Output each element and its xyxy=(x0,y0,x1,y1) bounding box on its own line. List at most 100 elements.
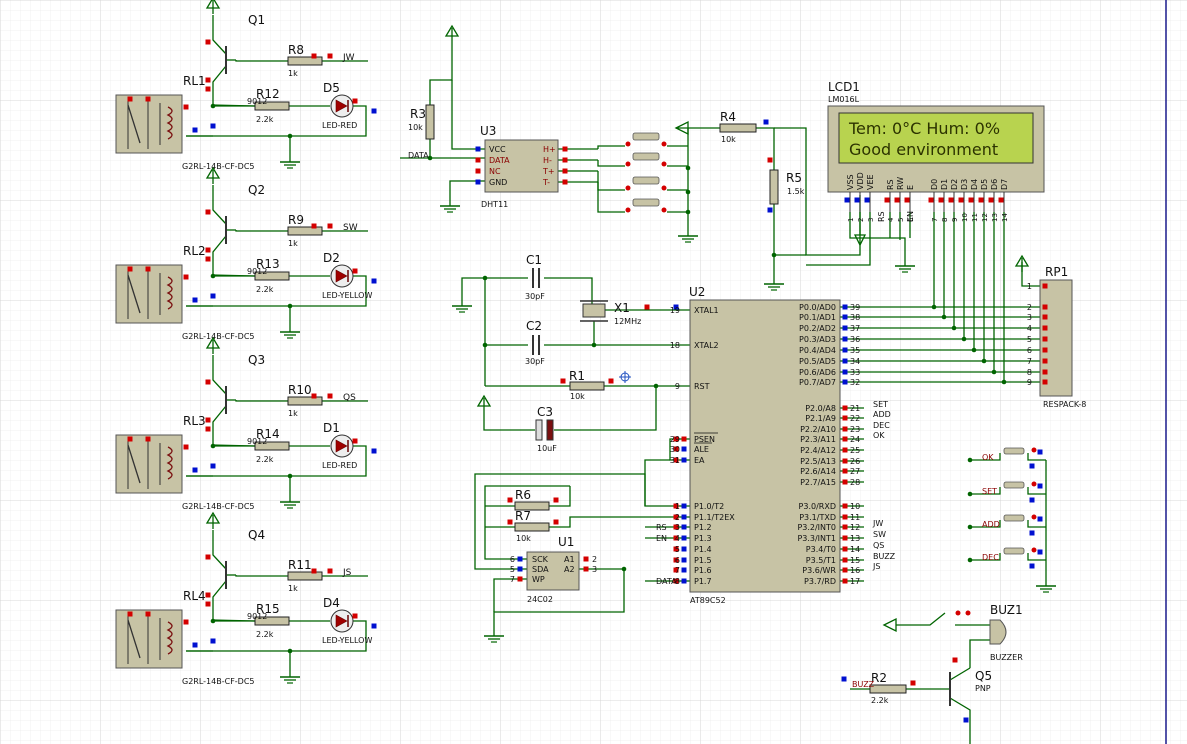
p1-net-label: EN xyxy=(656,534,667,543)
buzzer-switch-terminal xyxy=(965,610,971,616)
transistor-ref: Q3 xyxy=(248,353,265,367)
pin-marker xyxy=(560,378,566,384)
power-arrow-left xyxy=(674,120,689,136)
key-terminal xyxy=(1031,481,1037,487)
pin-marker xyxy=(842,468,848,474)
relay-body xyxy=(115,94,183,154)
r6-wire xyxy=(484,485,570,560)
pin-marker xyxy=(681,524,687,530)
mcu-pin-name-right: P0.6/AD6 xyxy=(799,368,836,377)
vcc-arrow xyxy=(205,166,221,179)
mcu-pin-name-left: XTAL1 xyxy=(694,306,719,315)
mcu-pin-name-right: P2.1/A9 xyxy=(805,414,836,423)
dht-part: DHT11 xyxy=(481,200,508,209)
pin-marker xyxy=(371,108,377,114)
c3-ref: C3 xyxy=(537,405,553,419)
led-resistor-ref: R12 xyxy=(256,87,280,101)
components xyxy=(115,39,1073,723)
mcu-pin-number-right: 28 xyxy=(850,478,860,487)
mcu-pin-number-right: 17 xyxy=(850,577,860,586)
mcu-pin-number-right: 23 xyxy=(850,425,860,434)
mcu-pin-number-right: 27 xyxy=(850,467,860,476)
sensor-switch xyxy=(632,132,660,141)
mcu-pin-name-right: P3.2/INT0 xyxy=(797,523,836,532)
transistor-ref: Q4 xyxy=(248,528,265,542)
pin-marker xyxy=(327,568,333,574)
pin-marker xyxy=(681,446,687,452)
r6-body xyxy=(514,501,550,511)
eeprom-ref: U1 xyxy=(558,535,574,549)
led-triangle xyxy=(335,269,348,283)
lcd-vdd-arrow xyxy=(853,234,867,247)
key-left-wire xyxy=(970,453,1001,461)
pin-marker xyxy=(842,479,848,485)
lcd-pin-number: 10 xyxy=(961,213,969,222)
rp1-pin-number: 5 xyxy=(1027,335,1032,344)
xtal-ground-wire xyxy=(461,277,485,300)
mcu-pin-name-right: P3.5/T1 xyxy=(806,556,836,565)
mcu-pin-number-right: 22 xyxy=(850,414,860,423)
lcd-pin-name: RS xyxy=(886,179,895,190)
eeprom-pin-num-left: 7 xyxy=(510,575,515,584)
pin-marker xyxy=(894,197,900,203)
mcu-pin-name-right: P2.6/A14 xyxy=(800,467,836,476)
relay-model: G2RL-14B-CF-DC5 xyxy=(182,162,255,171)
c1-right xyxy=(544,277,690,311)
mcu-pin-name-right: P0.7/AD7 xyxy=(799,378,836,387)
q5-ref: Q5 xyxy=(975,669,992,683)
key-left-wire xyxy=(970,487,1001,495)
lcd-pin-name: D0 xyxy=(930,179,939,190)
led-ref: D4 xyxy=(323,596,340,610)
p3-net-label: JS xyxy=(872,562,880,571)
transistor-emitter-wire xyxy=(212,15,227,55)
pin-marker xyxy=(842,415,848,421)
p3-net-label: SW xyxy=(873,530,886,539)
pin-marker xyxy=(842,304,848,310)
pin-marker xyxy=(842,347,848,353)
base-resistor-ref: R11 xyxy=(288,558,312,572)
pin-marker xyxy=(205,426,211,432)
pin-marker xyxy=(1029,463,1035,469)
led-return xyxy=(186,105,367,137)
transistor-emitter-wire xyxy=(212,355,227,395)
mcu-pin-number-right: 39 xyxy=(850,303,860,312)
dht-pin-right: H+ xyxy=(543,145,556,154)
base-resistor-value: 1k xyxy=(288,239,298,248)
lcd-line-2: Good environment xyxy=(849,140,998,159)
relay-ref: RL1 xyxy=(183,74,206,88)
pin-marker xyxy=(842,546,848,552)
pin-marker xyxy=(192,297,198,303)
r5-body xyxy=(769,169,779,205)
mcu-pin-number-left: 30 xyxy=(670,445,680,454)
mcu-pin-number-left: 9 xyxy=(675,382,680,391)
pin-marker xyxy=(371,623,377,629)
base-resistor-ref: R10 xyxy=(288,383,312,397)
lcd-en-net: EN xyxy=(906,211,915,222)
lcd-pin-name: VSS xyxy=(846,174,855,190)
key-right-wire xyxy=(1027,487,1046,495)
junction xyxy=(967,457,973,463)
pin-marker xyxy=(475,157,481,163)
pin-marker xyxy=(210,463,216,469)
pin-marker xyxy=(1042,336,1048,342)
mcu-pin-name-right: P2.2/A10 xyxy=(800,425,836,434)
mcu-pin-number-left: 6 xyxy=(675,556,680,565)
pin-marker xyxy=(978,197,984,203)
mcu-pin-number-right: 38 xyxy=(850,313,860,322)
p3-net-label: JW xyxy=(872,519,883,528)
pin-marker xyxy=(562,168,568,174)
q5-collector xyxy=(949,697,971,744)
wires xyxy=(186,0,1056,744)
base-wire xyxy=(235,230,288,232)
dht-pin-right: T+ xyxy=(542,167,555,176)
pin-marker xyxy=(673,304,679,310)
mcu-pin-number-right: 14 xyxy=(850,545,860,554)
pin-marker xyxy=(145,96,151,102)
mcu-pin-number-right: 26 xyxy=(850,457,860,466)
pin-marker xyxy=(205,209,211,215)
dht-pin-left: DATA xyxy=(489,156,510,165)
base-resistor xyxy=(287,396,323,406)
pin-marker xyxy=(910,680,916,686)
mcu-pin-number-right: 33 xyxy=(850,368,860,377)
led-ref: D5 xyxy=(323,81,340,95)
